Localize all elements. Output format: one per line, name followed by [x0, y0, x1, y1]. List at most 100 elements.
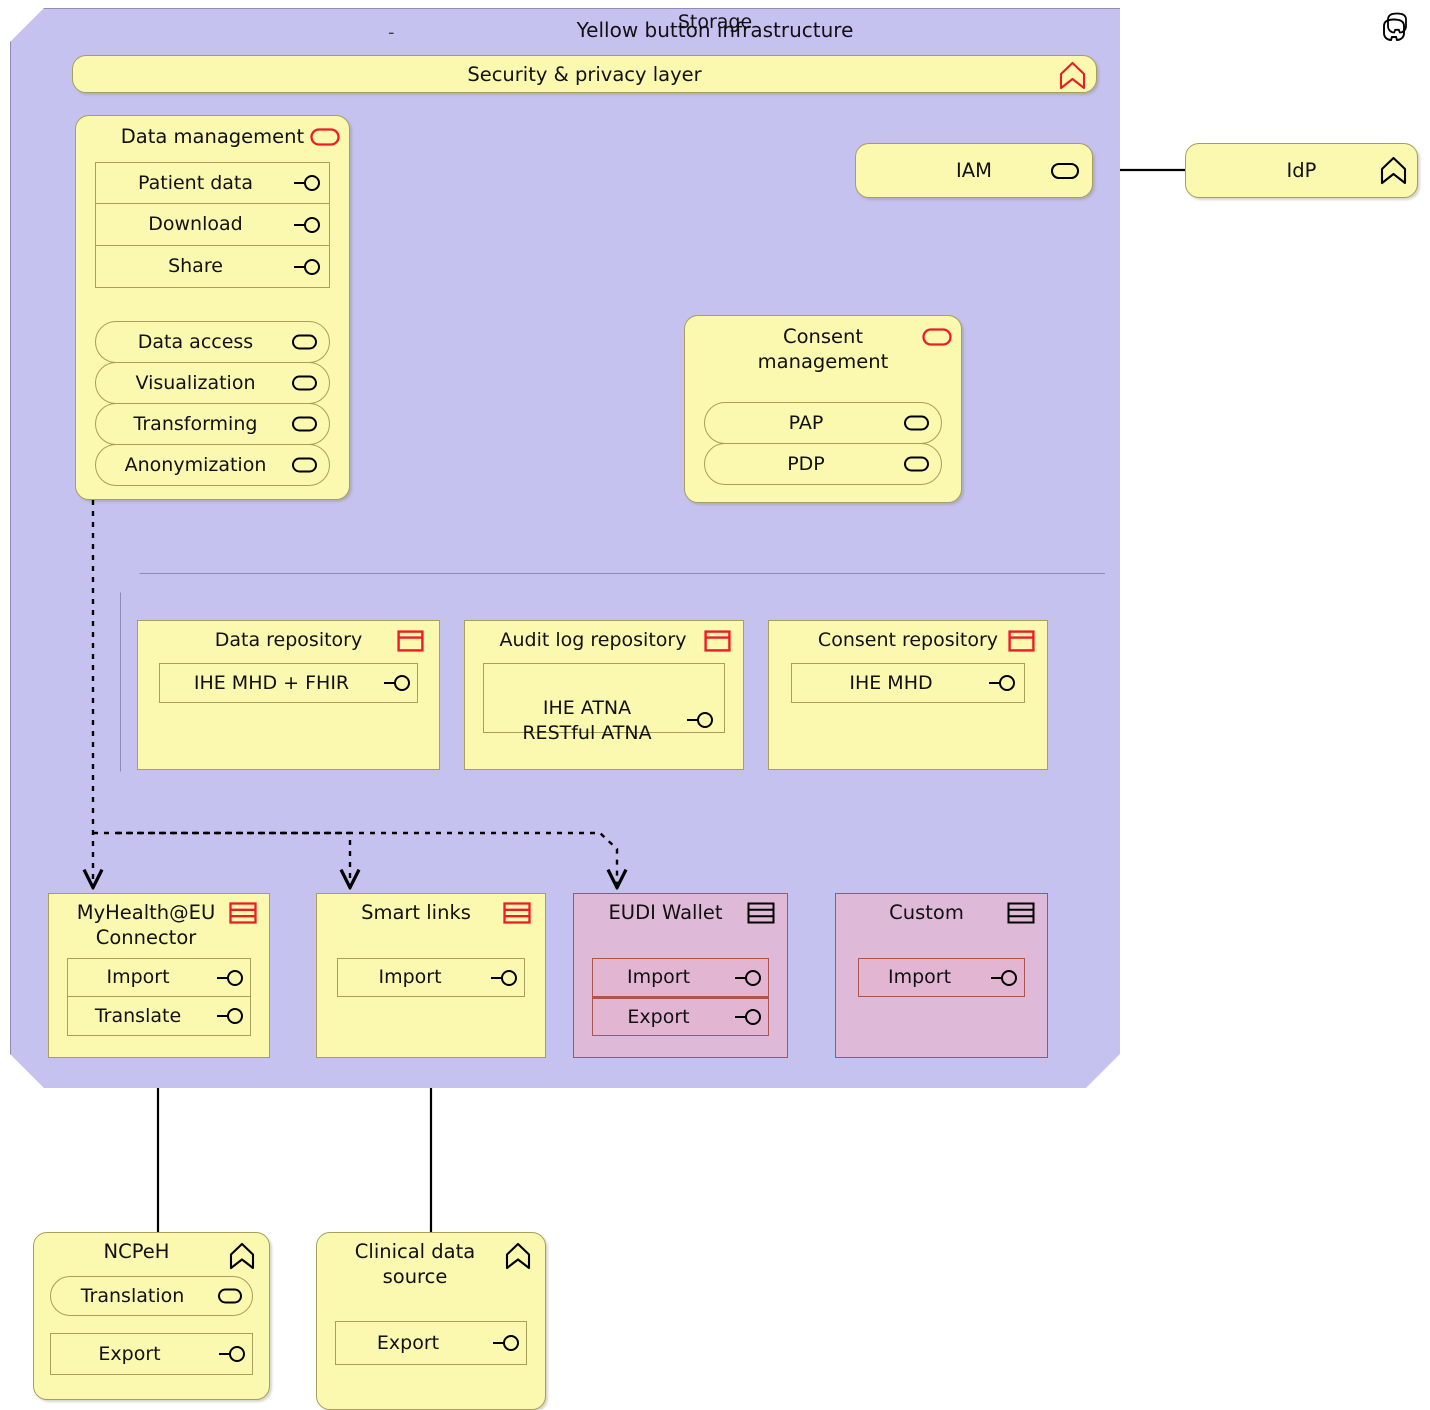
data-repository-title: Data repository [214, 629, 363, 651]
interface-label: Translate [94, 1004, 182, 1027]
storage-title: Storage [677, 11, 753, 33]
application-service-icon [289, 333, 319, 351]
clinical-data-source-title: Clinical data source [354, 1240, 476, 1288]
service-label: Visualization [135, 372, 256, 394]
application-service-icon [214, 1287, 244, 1305]
application-service-red-icon [310, 127, 340, 147]
service-row-pdp[interactable]: PDP [704, 443, 942, 485]
data-management-interface-list: Patient data Download Share [95, 162, 330, 288]
interface-row-import[interactable]: Import [592, 958, 769, 997]
application-service-icon [289, 456, 319, 474]
interface-row-export[interactable]: Export [592, 997, 769, 1036]
consent-repository-interface-list: IHE MHD [791, 663, 1025, 703]
interface-row-import[interactable]: Import [337, 958, 525, 997]
service-label: Anonymization [124, 454, 267, 476]
interface-label: Export [98, 1342, 161, 1365]
service-row-data-access[interactable]: Data access [95, 321, 330, 363]
service-row-transforming[interactable]: Transforming [95, 403, 330, 445]
idp-component[interactable]: IdP [1185, 143, 1418, 198]
data-repository-node[interactable]: Data repository IHE MHD + FHIR [137, 620, 440, 770]
consent-repository-node[interactable]: Consent repository IHE MHD [768, 620, 1048, 770]
consent-management-component[interactable]: Consent management PAP PDP [684, 315, 962, 503]
interface-row-export[interactable]: Export [335, 1321, 527, 1365]
collapse-toggle[interactable]: - [388, 22, 395, 43]
interface-label: Patient data [138, 171, 253, 194]
interface-label: Import [378, 966, 442, 988]
data-management-service-list: Data access Visualization Transforming A… [95, 321, 330, 486]
node-red-icon [229, 902, 257, 924]
data-management-title: Data management [120, 125, 305, 148]
consent-management-service-list: PAP PDP [704, 402, 942, 485]
chevron-up-icon [505, 1242, 531, 1270]
interface-label: Export [376, 1331, 440, 1354]
application-service-icon [289, 415, 319, 433]
service-label: Transforming [133, 413, 258, 435]
interface-row-share[interactable]: Share [95, 246, 330, 288]
data-object-red-icon [397, 630, 424, 652]
interface-lollipop-icon [988, 674, 1018, 692]
ncpeh-component[interactable]: NCPeH Translation Export [33, 1232, 270, 1400]
clinical-data-source-component[interactable]: Clinical data source Export [316, 1232, 546, 1410]
interface-label: Import [887, 966, 952, 988]
myhealth-eu-connector-title: MyHealth@EU Connector [76, 901, 216, 949]
data-management-component[interactable]: Data management Patient data Download Sh… [75, 115, 350, 500]
node-icon [1007, 902, 1035, 924]
smart-links-node[interactable]: Smart links Import [316, 893, 546, 1058]
grouping-icon [1380, 18, 1408, 42]
ncpeh-interface-list: Export [50, 1333, 253, 1375]
interface-label: IHE ATNA RESTful ATNA [522, 697, 652, 744]
interface-row-download[interactable]: Download [95, 204, 330, 246]
interface-row-export[interactable]: Export [50, 1333, 253, 1375]
chevron-up-icon [229, 1242, 255, 1270]
custom-title: Custom [889, 901, 964, 924]
interface-row-translate[interactable]: Translate [67, 997, 251, 1036]
smart-links-title: Smart links [361, 901, 471, 924]
application-service-icon [901, 414, 931, 432]
interface-lollipop-icon [293, 216, 323, 234]
service-row-pap[interactable]: PAP [704, 402, 942, 444]
audit-log-repository-interface-list: IHE ATNA RESTful ATNA [483, 663, 725, 744]
interface-label: IHE MHD + FHIR [193, 671, 350, 694]
interface-lollipop-icon [686, 686, 716, 728]
ncpeh-title: NCPeH [103, 1240, 170, 1263]
application-service-icon [1050, 161, 1080, 181]
service-row-translation[interactable]: Translation [50, 1276, 253, 1316]
interface-label: Import [106, 966, 170, 988]
custom-node[interactable]: Custom Import [835, 893, 1048, 1058]
interface-row-ihe-atna[interactable]: IHE ATNA RESTful ATNA [483, 663, 725, 744]
interface-lollipop-icon [216, 1007, 246, 1025]
service-row-anonymization[interactable]: Anonymization [95, 444, 330, 486]
application-service-red-icon [922, 327, 952, 347]
eudi-wallet-interface-list: Import Export [592, 958, 769, 1036]
smart-links-interface-list: Import [337, 958, 525, 997]
grouping-icon [1384, 12, 1410, 34]
chevron-up-icon [1380, 156, 1407, 185]
idp-label: IdP [1286, 159, 1317, 182]
myhealth-eu-connector-node[interactable]: MyHealth@EU Connector Import Translate [48, 893, 270, 1058]
interface-lollipop-icon [734, 969, 764, 987]
interface-label: Share [168, 255, 223, 277]
interface-lollipop-icon [216, 969, 246, 987]
interface-lollipop-icon [492, 1334, 522, 1352]
eudi-wallet-node[interactable]: EUDI Wallet Import Export [573, 893, 788, 1058]
interface-row-ihe-mhd[interactable]: IHE MHD [791, 663, 1025, 703]
eudi-wallet-title: EUDI Wallet [608, 901, 723, 924]
interface-row-import[interactable]: Import [858, 958, 1025, 997]
security-privacy-layer[interactable]: Security & privacy layer [72, 55, 1097, 93]
data-object-red-icon [1008, 630, 1035, 652]
service-row-visualization[interactable]: Visualization [95, 362, 330, 404]
audit-log-repository-node[interactable]: Audit log repository IHE ATNA RESTful AT… [464, 620, 744, 770]
consent-repository-title: Consent repository [817, 629, 999, 651]
interface-row-patient-data[interactable]: Patient data [95, 162, 330, 204]
interface-row-import[interactable]: Import [67, 958, 251, 997]
audit-log-repository-title: Audit log repository [499, 629, 687, 651]
application-service-icon [901, 455, 931, 473]
interface-label: Import [626, 966, 691, 988]
iam-component[interactable]: IAM [855, 143, 1093, 198]
node-icon [747, 902, 775, 924]
custom-interface-list: Import [858, 958, 1025, 997]
chevron-up-red-icon [1059, 61, 1086, 90]
interface-row-ihe-mhd-fhir[interactable]: IHE MHD + FHIR [159, 663, 418, 703]
application-service-icon [289, 374, 319, 392]
interface-label: IHE MHD [849, 671, 933, 694]
